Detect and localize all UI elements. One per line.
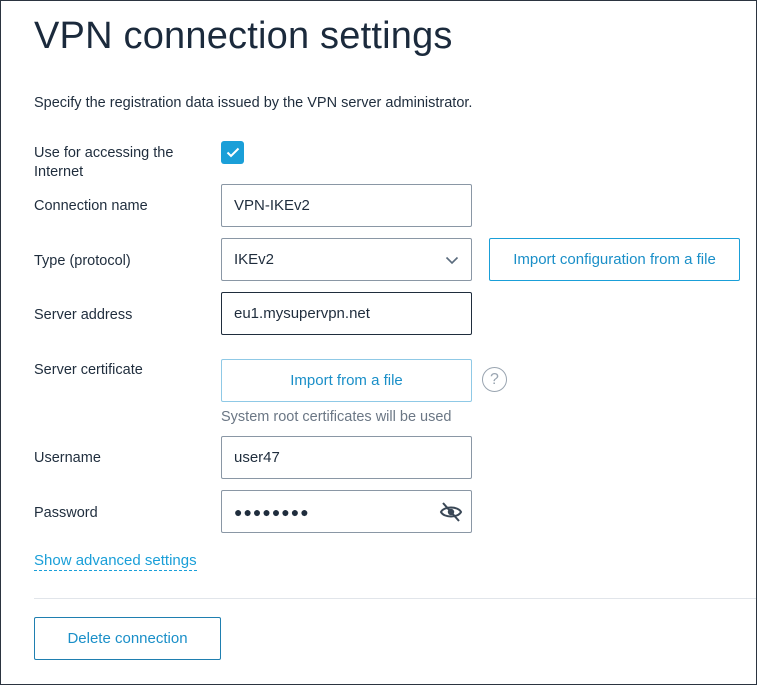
chevron-down-icon [445,256,459,265]
import-certificate-button[interactable]: Import from a file [221,359,472,402]
show-advanced-settings-link[interactable]: Show advanced settings [34,552,197,571]
divider [34,598,756,599]
server-certificate-label: Server certificate [34,362,143,378]
username-input[interactable] [221,436,472,479]
type-select[interactable]: IKEv2 [221,238,472,281]
password-input[interactable] [221,490,472,533]
server-address-label: Server address [34,307,133,323]
checkmark-icon [226,147,239,158]
help-icon[interactable]: ? [482,367,507,392]
page-title: VPN connection settings [34,15,453,57]
page-subtitle: Specify the registration data issued by … [34,95,473,111]
connection-name-input[interactable] [221,184,472,227]
type-select-value: IKEv2 [234,251,275,268]
certificate-hint: System root certificates will be used [221,409,452,425]
type-label: Type (protocol) [34,253,131,269]
delete-connection-button[interactable]: Delete connection [34,617,221,660]
password-label: Password [34,505,98,521]
import-configuration-button[interactable]: Import configuration from a file [489,238,740,281]
username-label: Username [34,450,101,466]
server-address-input[interactable] [221,292,472,335]
connection-name-label: Connection name [34,198,148,214]
use-internet-label: Use for accessing the Internet [34,145,174,180]
eye-slash-icon[interactable] [439,501,463,523]
use-internet-checkbox[interactable] [221,141,244,164]
